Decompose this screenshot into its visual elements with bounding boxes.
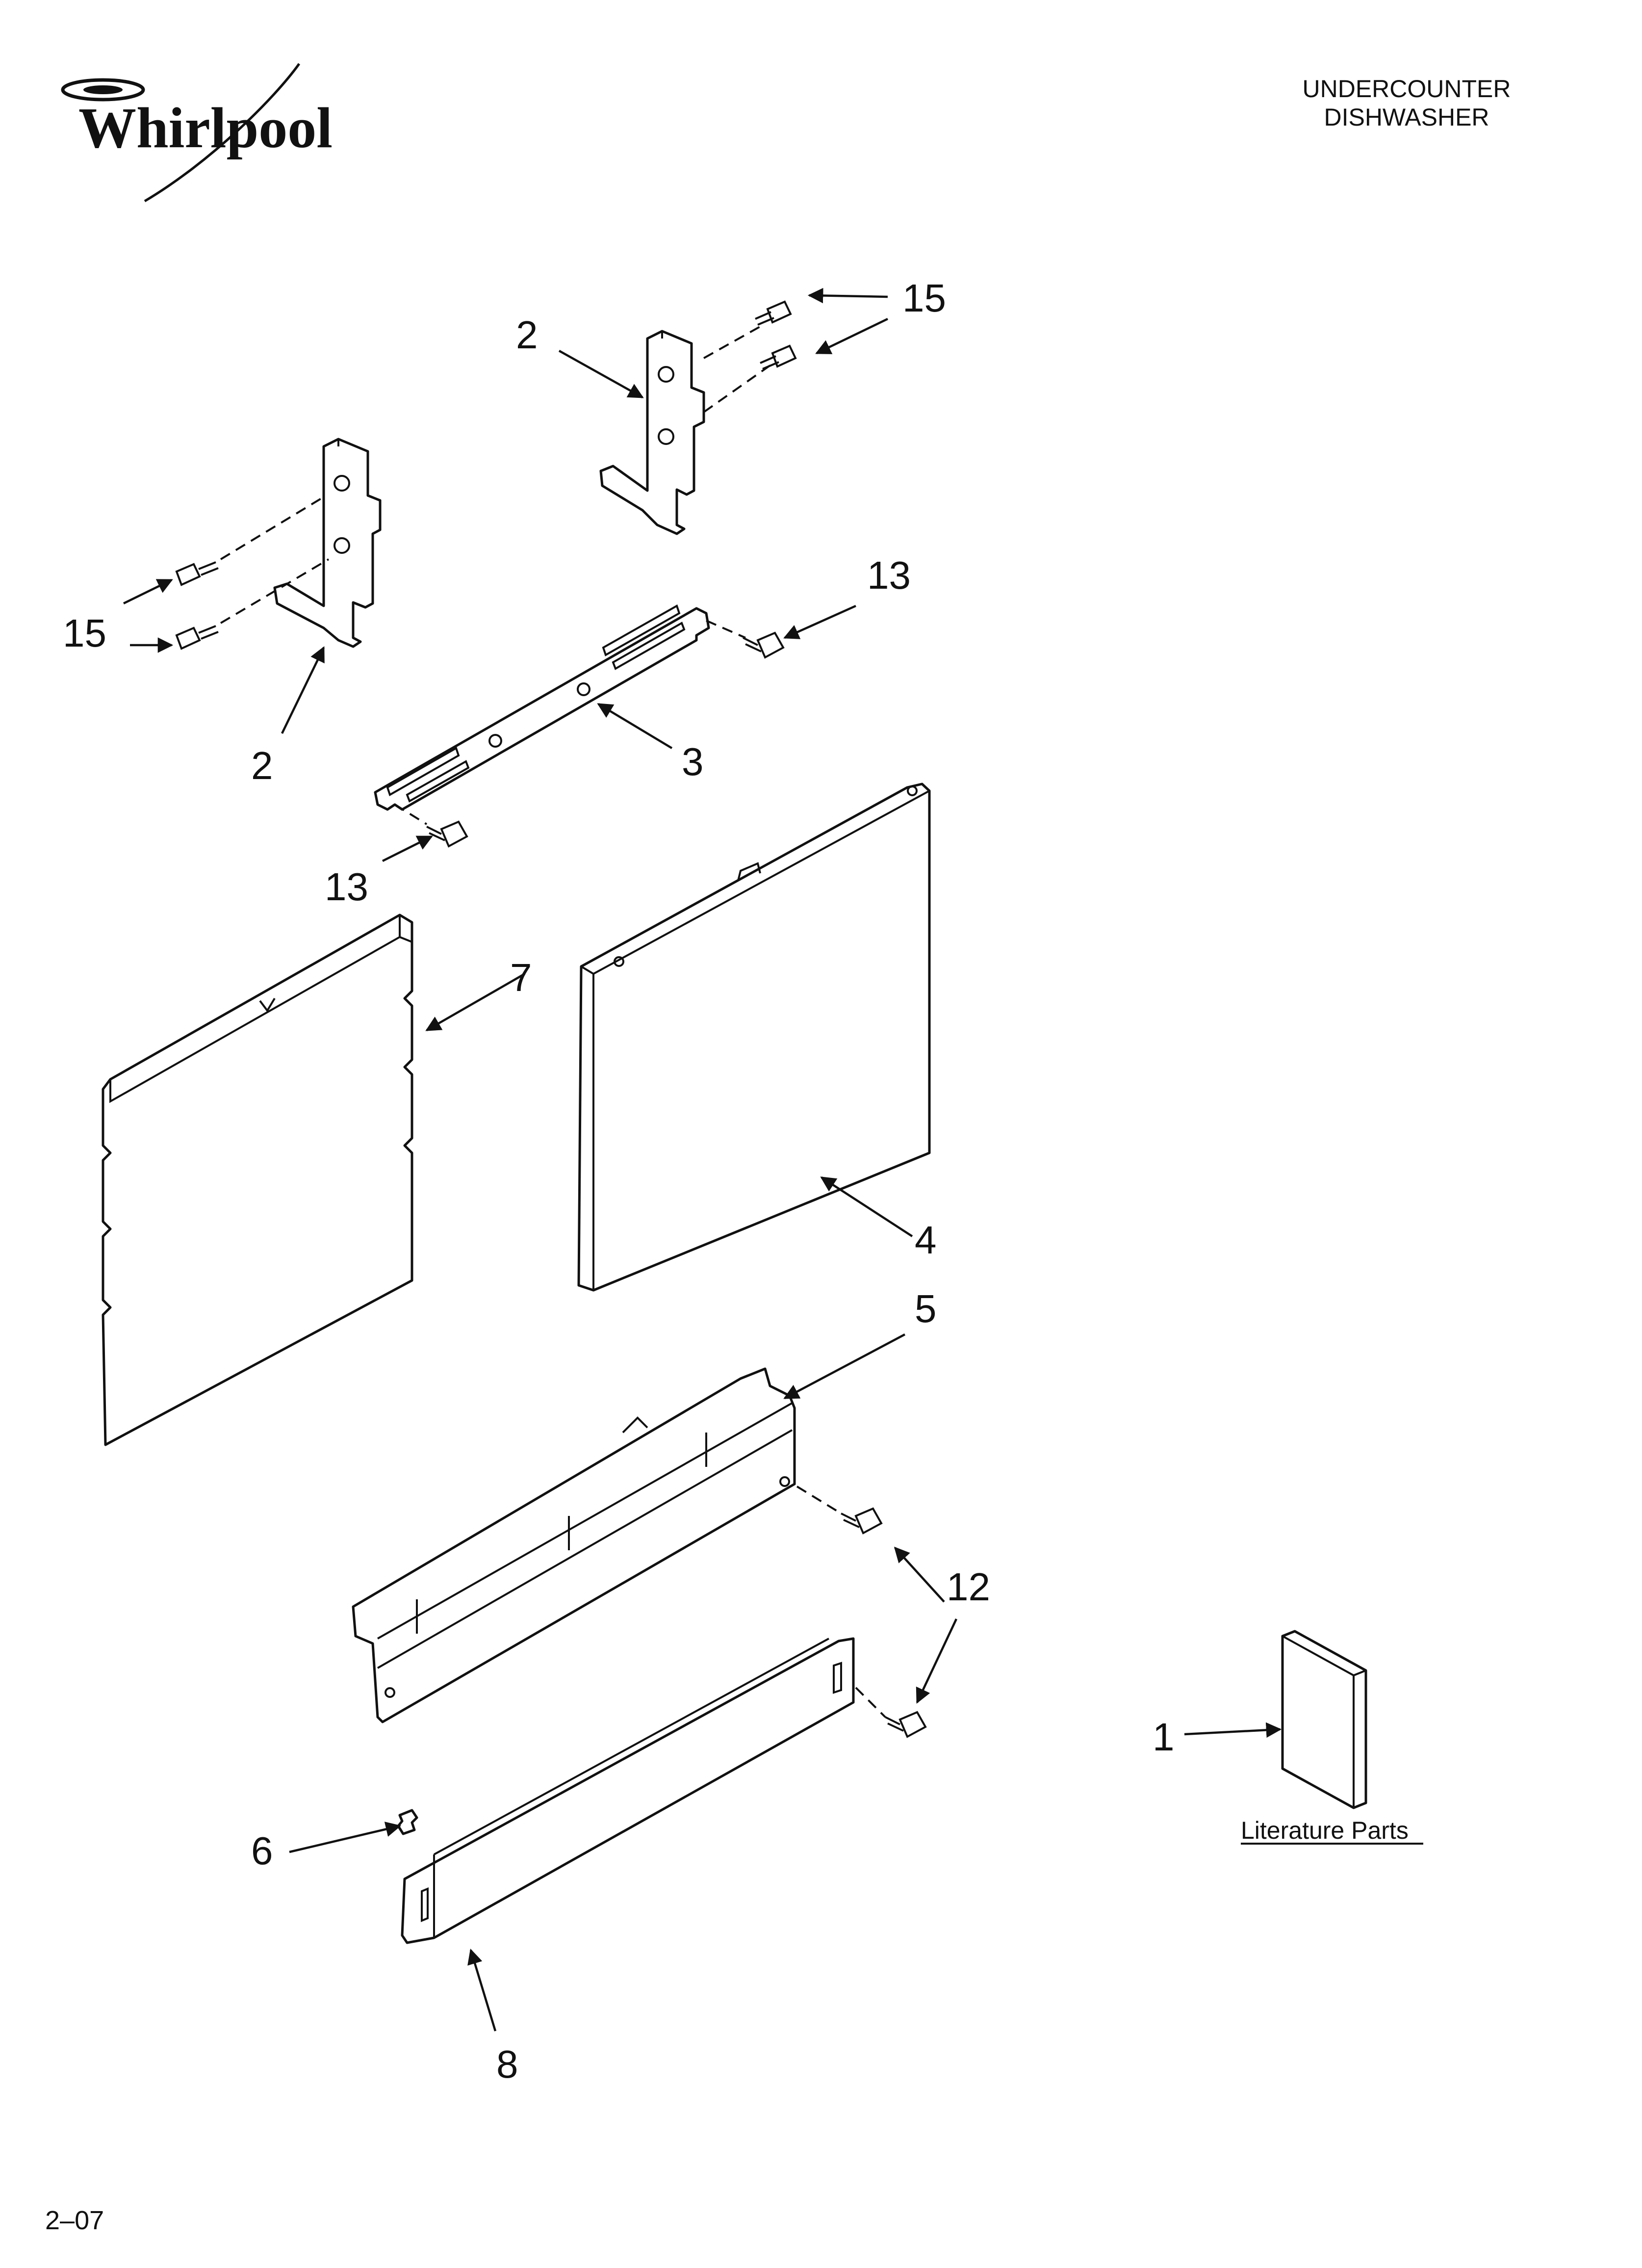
callout-15-top: 15 [902,276,946,320]
part-8-toe-panel [401,1637,855,1944]
part-2-left-bracket [273,438,382,648]
appliance-type-line1: UNDERCOUNTER [1302,75,1511,103]
part-1-literature-book [1281,1630,1367,1809]
callout-15-left: 15 [63,611,106,655]
part-13-screw-right [743,631,785,659]
callout-2-left: 2 [251,744,273,787]
part-4-door-panel [577,782,931,1292]
callout-4: 4 [915,1218,937,1262]
whirlpool-logo: Whirlpool [61,63,333,203]
callout-13-left: 13 [325,865,368,909]
callout-5: 5 [915,1287,937,1330]
callout-8: 8 [496,2042,518,2086]
callout-12: 12 [947,1565,990,1609]
callout-7: 7 [510,956,532,999]
callout-1: 1 [1153,1715,1175,1759]
page-code: 2–07 [45,2206,104,2235]
logo-wordmark: Whirlpool [78,96,333,160]
callout-6: 6 [251,1829,273,1873]
part-2-upper-bracket [599,330,705,535]
part-3-mounting-rail [374,604,710,811]
part-13-screw-left [426,820,468,848]
logo-swirl-outer [61,78,145,102]
part-15-screw-upper-a [755,300,792,326]
part-12-screw-upper [841,1507,883,1535]
part-5-toe-bracket [352,1367,796,1723]
logo-swirl-inner [83,85,123,94]
part-15-screw-left-b [175,625,219,650]
literature-parts-label: Literature Parts [1241,1817,1409,1844]
callout-2-top: 2 [516,313,538,357]
appliance-type-line2: DISHWASHER [1324,104,1489,131]
logo-swoosh [144,63,301,203]
part-15-screw-left-a [175,561,219,586]
part-7-side-panel [102,913,413,1446]
callout-3: 3 [682,740,704,783]
callout-13-right: 13 [867,553,911,597]
appliance-type-title: UNDERCOUNTER DISHWASHER [1235,75,1578,131]
part-12-screw-lower [885,1711,927,1738]
part-6-clip [397,1809,418,1835]
part-15-screw-upper-b [760,344,797,370]
